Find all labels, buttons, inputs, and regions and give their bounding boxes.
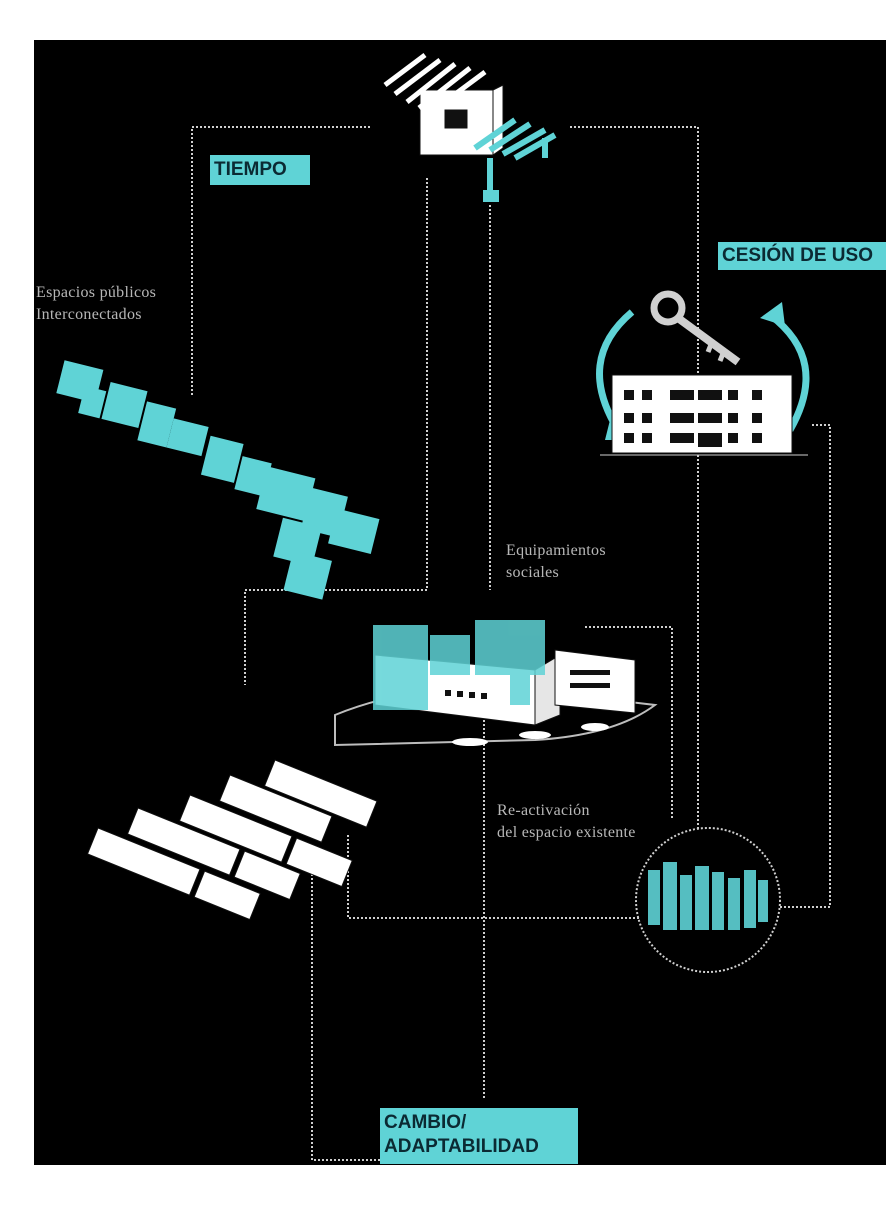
- public-space-icon: [56, 360, 380, 600]
- building-icon: [600, 374, 808, 456]
- structure-icon: [383, 53, 557, 202]
- arrow-head-right: [760, 302, 785, 326]
- cycle-arrows-icon: [596, 309, 810, 432]
- complex-icon: [334, 620, 658, 747]
- label-cesion-de-uso: CESIÓN DE USO: [718, 242, 886, 270]
- community-icon: [635, 827, 781, 973]
- connector-cambio: [311, 850, 380, 1161]
- connector-tiempo: [191, 126, 370, 395]
- connector-center: [244, 178, 428, 685]
- connector-cesion-top: [570, 126, 699, 390]
- connector-complex-right: [585, 626, 673, 820]
- label-cambio-adaptabilidad: CAMBIO/ ADAPTABILIDAD: [380, 1108, 578, 1164]
- note-equipamientos: Equipamientos sociales: [506, 542, 606, 581]
- diagram-background: [34, 40, 886, 1165]
- connector-building-right: [778, 424, 831, 908]
- connector-blocks: [347, 835, 640, 919]
- housing-blocks-icon: [86, 759, 378, 921]
- key-icon: [650, 290, 741, 366]
- label-tiempo: TIEMPO: [210, 155, 310, 185]
- note-reactivacion: Re-activación del espacio existente: [497, 802, 636, 841]
- note-espacios-publicos: Espacios públicos Interconectados: [36, 284, 157, 323]
- connector-lines: [191, 126, 831, 1161]
